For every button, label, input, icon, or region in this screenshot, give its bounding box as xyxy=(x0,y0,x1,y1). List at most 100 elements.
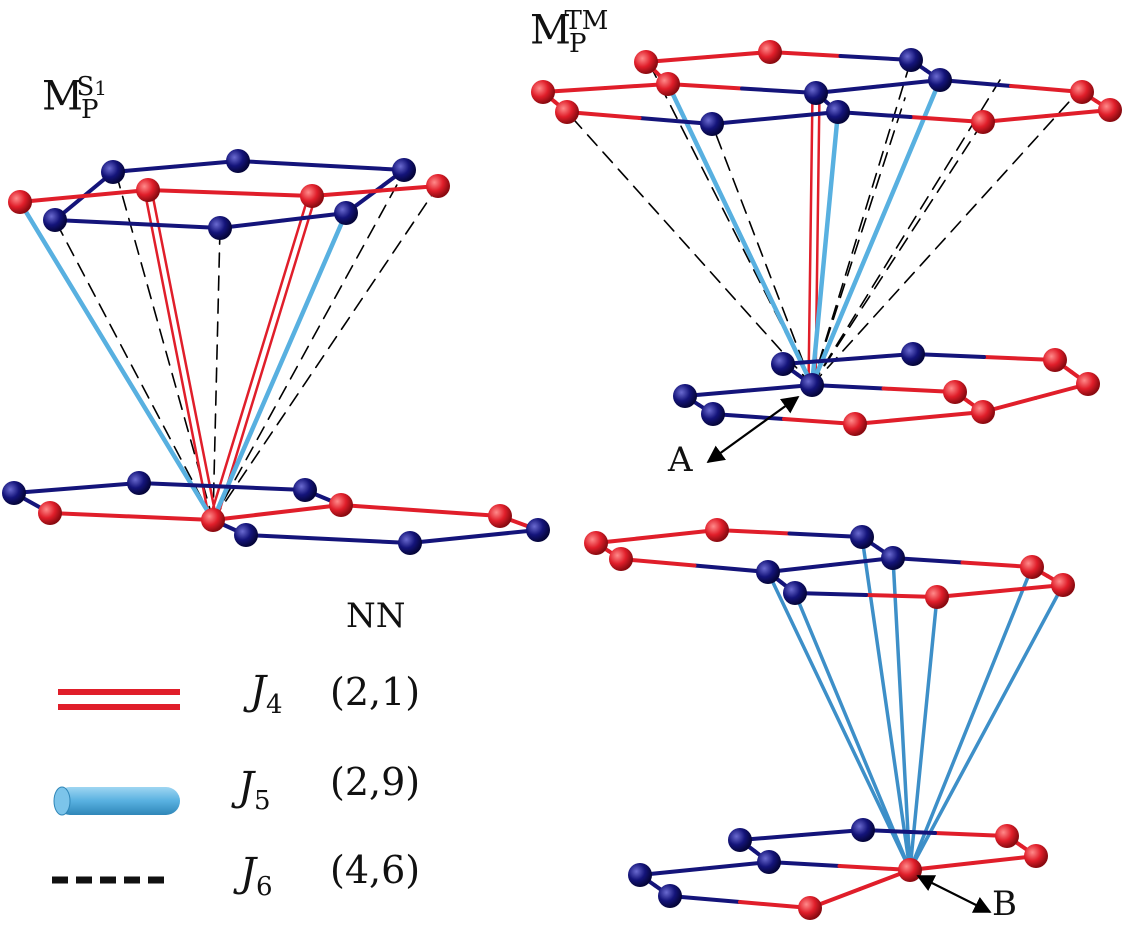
atom-red xyxy=(201,508,225,532)
arrow-a xyxy=(706,395,800,464)
ring-bond xyxy=(319,163,406,172)
atom-red xyxy=(555,100,579,124)
atom-blue xyxy=(392,158,416,182)
atom-blue xyxy=(757,850,781,874)
atom-red xyxy=(971,110,995,134)
bond xyxy=(740,86,818,95)
atom-red xyxy=(943,380,967,404)
atom-blue xyxy=(928,68,952,92)
atom-red xyxy=(971,400,995,424)
atom-red xyxy=(705,518,729,542)
bond xyxy=(211,503,343,522)
j6-bond xyxy=(811,79,1001,386)
bond xyxy=(715,528,792,536)
atom-red xyxy=(136,178,160,202)
j5-bond xyxy=(809,109,841,388)
bond xyxy=(408,528,540,545)
j6-bond xyxy=(54,219,214,521)
atom-blue xyxy=(901,342,925,366)
arrow-b xyxy=(916,875,992,913)
atom-red xyxy=(758,40,782,64)
atom-blue xyxy=(101,160,125,184)
atom-red xyxy=(8,190,32,214)
legend-symbol-j5: J5 xyxy=(238,764,271,816)
atom-blue xyxy=(804,81,828,105)
atom-red xyxy=(426,174,450,198)
atom-red xyxy=(300,184,324,208)
bond xyxy=(137,481,307,492)
ring-bond xyxy=(18,188,150,204)
atom-blue xyxy=(234,523,258,547)
bond xyxy=(692,563,770,574)
bond xyxy=(933,831,1009,838)
atom-blue xyxy=(398,531,422,555)
bond xyxy=(836,110,913,119)
j5-bond xyxy=(908,595,939,872)
atom-blue xyxy=(673,384,697,408)
bond xyxy=(244,533,412,545)
atom-blue xyxy=(850,525,874,549)
point-label-b: B xyxy=(992,884,1017,924)
j4-bond xyxy=(215,195,317,523)
j6-bond xyxy=(711,123,813,386)
atom-red xyxy=(995,824,1019,848)
atom-blue xyxy=(826,100,850,124)
legend-header: NN xyxy=(346,596,406,636)
atom-blue xyxy=(226,149,250,173)
bond xyxy=(565,110,642,120)
legend-symbol-j4: J4 xyxy=(250,668,283,720)
atom-blue xyxy=(700,112,724,136)
atom-red xyxy=(843,412,867,436)
atom-blue xyxy=(2,481,26,505)
bond xyxy=(12,481,141,495)
atom-blue xyxy=(756,560,780,584)
j5-bond xyxy=(17,199,216,523)
atom-red xyxy=(798,896,822,920)
j5-bond xyxy=(665,81,815,388)
atom-blue xyxy=(293,478,317,502)
atom-blue xyxy=(43,208,67,232)
atom-blue xyxy=(800,373,824,397)
j6-bond xyxy=(212,227,221,521)
atom-red xyxy=(1051,573,1075,597)
bond xyxy=(787,531,864,539)
panel-title-left: MPS1 xyxy=(42,72,108,126)
atom-red xyxy=(656,72,680,96)
panel-title-right: MPTM xyxy=(530,6,609,60)
atom-blue xyxy=(334,201,358,225)
atom-red xyxy=(1020,555,1044,579)
legend-symbol-j6: J6 xyxy=(240,850,273,902)
atom-blue xyxy=(728,828,752,852)
ring-bond xyxy=(146,188,314,198)
j6-bond xyxy=(811,91,1079,386)
atom-blue xyxy=(526,518,550,542)
bond xyxy=(339,503,502,518)
atom-red xyxy=(488,504,512,528)
ring-bond xyxy=(236,159,323,168)
atom-red xyxy=(38,501,62,525)
j4-bond xyxy=(208,193,310,521)
j5-bond xyxy=(809,77,943,388)
atom-red xyxy=(609,547,633,571)
j5-bond xyxy=(860,535,912,872)
atom-red xyxy=(1024,844,1048,868)
atom-red xyxy=(1076,372,1100,396)
atom-blue xyxy=(771,352,795,376)
legend-nn-j6: (4,6) xyxy=(330,848,421,892)
bond xyxy=(637,116,714,126)
j5-bond xyxy=(793,591,912,872)
atom-red xyxy=(925,585,949,609)
ring-bond xyxy=(135,222,222,230)
atom-red xyxy=(1043,348,1067,372)
ring-bond xyxy=(53,218,140,226)
j4-bond xyxy=(807,91,814,387)
j6-bond xyxy=(212,185,439,521)
legend-lines xyxy=(52,689,180,884)
j6-bond xyxy=(212,171,405,521)
j5-bond xyxy=(766,570,912,872)
bond xyxy=(908,115,985,124)
lattice-scene xyxy=(2,40,1122,920)
bond xyxy=(666,82,744,91)
atom-blue xyxy=(701,402,725,426)
